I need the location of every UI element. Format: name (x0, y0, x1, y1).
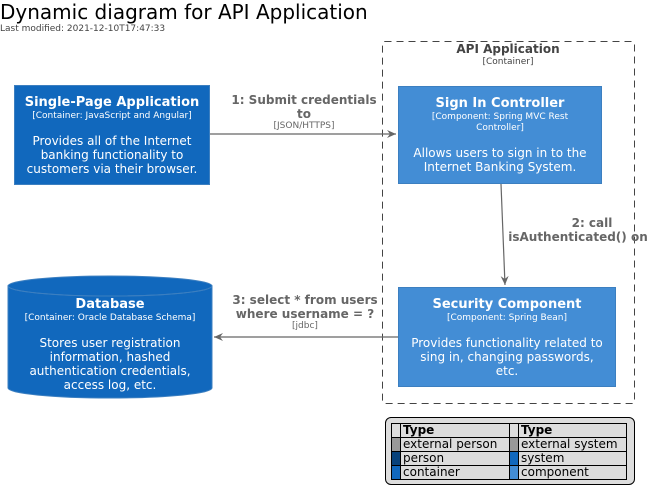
element-name: Single-Page Application (24, 95, 200, 110)
element-name: Security Component (432, 297, 582, 312)
relation-1-label: 1: Submit credentials to [JSON/HTTPS] (231, 93, 377, 131)
legend-label: external system (518, 437, 627, 452)
legend-swatch (509, 451, 519, 466)
legend-swatch (391, 451, 401, 466)
boundary-tech: [Container] (482, 57, 534, 67)
element-name: Sign In Controller (435, 96, 565, 111)
legend-swatch (391, 437, 401, 452)
diagram-title: Dynamic diagram for API Application (0, 0, 368, 24)
api-application-boundary (382, 41, 635, 404)
boundary-label: API Application [Container] (382, 42, 634, 68)
database-cylinder (7, 275, 213, 399)
legend-row: container component (391, 465, 627, 480)
boundary-name: API Application (456, 42, 560, 56)
legend: Type Type external person external syste… (385, 417, 635, 485)
security-component-box[interactable]: Security Component [Component: Spring Be… (398, 287, 616, 387)
legend-swatch (391, 465, 401, 480)
last-modified: Last modified: 2021-12-10T17:47:33 (0, 24, 166, 34)
relation-2-arrow (500, 183, 509, 286)
relation-2-label: 2: call isAuthenticated() on (508, 216, 648, 244)
legend-swatch (509, 437, 519, 452)
legend-label: component (518, 465, 627, 480)
element-description: Allows users to sign in to the Internet … (413, 146, 587, 174)
legend-label: system (518, 451, 627, 466)
legend-header: Type (400, 423, 510, 438)
legend-label: container (400, 465, 510, 480)
legend-table: Type Type external person external syste… (391, 423, 627, 480)
legend-label: person (400, 451, 510, 466)
legend-header-row: Type Type (391, 423, 627, 438)
element-tech: [Component: Spring MVC Rest Controller] (431, 112, 569, 133)
element-tech: [Container: JavaScript and Angular] (32, 111, 192, 121)
legend-row: external person external system (391, 437, 627, 452)
legend-row: person system (391, 451, 627, 466)
database-box[interactable]: Database [Container: Oracle Database Sch… (8, 297, 212, 392)
relation-3-label: 3: select * from users where username = … (232, 293, 378, 331)
element-description: Provides all of the Internet banking fun… (26, 134, 198, 176)
element-name: Database (75, 297, 145, 312)
element-tech: [Container: Oracle Database Schema] (24, 313, 196, 323)
legend-swatch (509, 465, 519, 480)
element-description: Stores user registration information, ha… (29, 336, 191, 392)
element-tech: [Component: Spring Bean] (446, 313, 567, 323)
legend-label: external person (400, 437, 510, 452)
element-description: Provides functionality related to sing i… (411, 336, 603, 378)
sign-in-controller-box[interactable]: Sign In Controller [Component: Spring MV… (398, 86, 602, 184)
legend-header: Type (518, 423, 627, 438)
single-page-application-box[interactable]: Single-Page Application [Container: Java… (14, 85, 210, 185)
